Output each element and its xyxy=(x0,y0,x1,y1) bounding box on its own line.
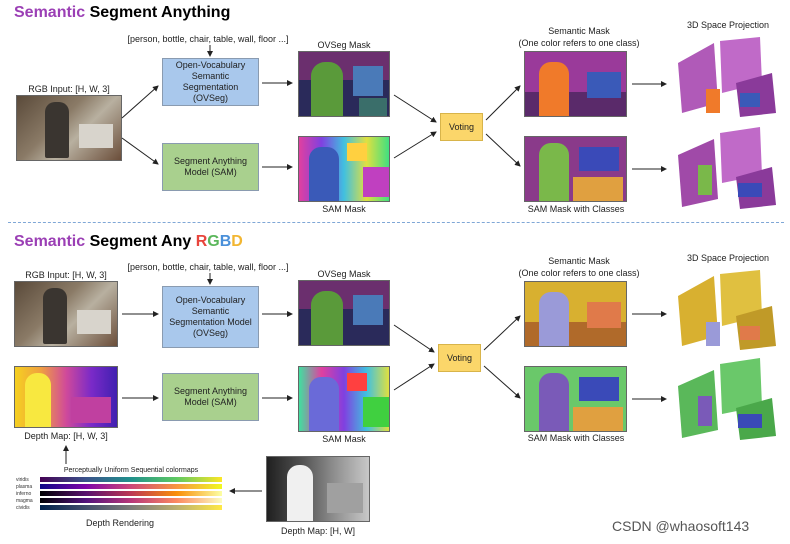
colormap-inferno xyxy=(40,491,222,496)
top-ovseg-mask-image xyxy=(298,51,390,117)
top-prompt: [person, bottle, chair, table, wall, flo… xyxy=(127,34,289,44)
top-projection-label: 3D Space Projection xyxy=(686,20,770,30)
top-sam-mask-label: SAM Mask xyxy=(322,204,366,214)
bottom-ovseg-box: Open-Vocabulary Semantic Segmentation Mo… xyxy=(162,286,259,348)
bottom-title-semantic: Semantic xyxy=(14,233,86,250)
top-sam-box: Segment Anything Model (SAM) xyxy=(162,143,259,191)
bottom-depth-map3-label: Depth Map: [H, W, 3] xyxy=(24,431,108,441)
top-semantic-mask-image xyxy=(524,51,627,117)
bottom-ovseg-mask-image xyxy=(298,280,390,346)
bottom-semantic-mask-label: Semantic Mask xyxy=(548,256,610,266)
top-ovseg-mask-label: OVSeg Mask xyxy=(317,40,371,50)
bottom-projection-label: 3D Space Projection xyxy=(686,253,770,263)
arrow-bottom-vote-sem xyxy=(483,315,521,351)
arrow-bottom-sammask-vote xyxy=(393,363,435,391)
colormap-label-viridis: viridis xyxy=(16,477,29,483)
bottom-sam-classes-label: SAM Mask with Classes xyxy=(527,433,625,443)
bottom-ovseg-mask-label: OVSeg Mask xyxy=(317,269,371,279)
top-projection-image-1 xyxy=(676,33,780,119)
bottom-rgb-label: RGB Input: [H, W, 3] xyxy=(25,270,107,280)
arrow-top-rgb-ovseg xyxy=(121,85,159,119)
colormap-panel: viridis plasma inferno magma cividis xyxy=(16,477,226,513)
top-title-semantic: Semantic xyxy=(14,4,86,21)
watermark: CSDN @whaosoft143 xyxy=(612,518,750,534)
arrow-top-ovmask-vote xyxy=(393,94,437,123)
colormap-title: Perceptually Uniform Sequential colormap… xyxy=(63,467,199,474)
colormap-label-inferno: inferno xyxy=(16,491,32,497)
colormap-label-plasma: plasma xyxy=(16,484,33,490)
top-sam-classes-image xyxy=(524,136,627,202)
bottom-depth-colored-image xyxy=(14,366,118,428)
bottom-semantic-mask-sub: (One color refers to one class) xyxy=(518,268,640,278)
bottom-title: Semantic Segment Any RGBD xyxy=(14,233,243,251)
rgbd-r: R xyxy=(195,233,208,250)
colormap-cividis xyxy=(40,505,222,510)
rgbd-g: G xyxy=(207,233,220,250)
arrow-top-vote-samcls xyxy=(485,133,521,167)
arrow-top-vote-sem xyxy=(485,85,521,121)
bottom-sam-classes-image xyxy=(524,366,627,432)
top-title: Semantic Segment Anything xyxy=(14,4,230,22)
bottom-sam-mask-image xyxy=(298,366,390,432)
bottom-title-rest: Segment Any xyxy=(89,233,192,250)
top-rgb-image xyxy=(16,95,122,161)
top-ovseg-box: Open-Vocabulary Semantic Segmentation (O… xyxy=(162,58,259,106)
arrow-bottom-vote-samcls xyxy=(483,365,521,399)
top-projection-image-2 xyxy=(676,125,780,211)
colormap-label-cividis: cividis xyxy=(16,505,30,511)
bottom-title-rgbd: RGBD xyxy=(196,233,243,250)
bottom-sam-box: Segment Anything Model (SAM) xyxy=(162,373,259,421)
bottom-projection-image-2 xyxy=(676,356,780,442)
colormap-magma xyxy=(40,498,222,503)
top-title-rest: Segment Anything xyxy=(89,4,231,21)
arrow-top-rgb-sam xyxy=(121,137,159,165)
section-divider xyxy=(8,222,784,223)
bottom-semantic-mask-image xyxy=(524,281,627,347)
bottom-projection-image-1 xyxy=(676,266,780,352)
bottom-voting-box: Voting xyxy=(438,344,481,372)
arrow-bottom-ovmask-vote xyxy=(393,324,435,353)
depth-map-image xyxy=(266,456,370,522)
bottom-sam-mask-label: SAM Mask xyxy=(322,434,366,444)
bottom-prompt: [person, bottle, chair, table, wall, flo… xyxy=(127,262,289,272)
colormap-plasma xyxy=(40,484,222,489)
top-sam-classes-label: SAM Mask with Classes xyxy=(527,204,625,214)
depth-rendering-label: Depth Rendering xyxy=(85,518,155,528)
top-sam-mask-image xyxy=(298,136,390,202)
rgbd-d: D xyxy=(231,233,243,250)
depth-map-label: Depth Map: [H, W] xyxy=(280,526,356,536)
top-semantic-mask-label: Semantic Mask xyxy=(548,26,610,36)
colormap-label-magma: magma xyxy=(16,498,33,504)
colormap-viridis xyxy=(40,477,222,482)
rgbd-b: B xyxy=(219,233,232,250)
bottom-rgb-image xyxy=(14,281,118,347)
top-semantic-mask-sub: (One color refers to one class) xyxy=(518,38,640,48)
top-rgb-label: RGB Input: [H, W, 3] xyxy=(28,84,110,94)
arrow-top-sammask-vote xyxy=(393,131,437,159)
top-voting-box: Voting xyxy=(440,113,483,141)
